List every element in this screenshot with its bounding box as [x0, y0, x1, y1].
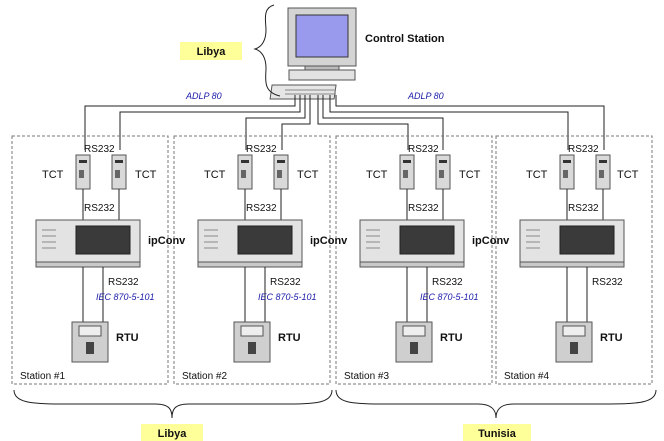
station-box — [173, 135, 331, 385]
rtu-device — [71, 321, 109, 363]
tct-device-right — [435, 154, 451, 190]
station-1-tct-left: TCT — [42, 169, 64, 181]
station-box — [495, 135, 653, 385]
tct-device-left — [559, 154, 575, 190]
keyboard — [269, 84, 337, 100]
station-3-protocol: IEC 870-5-101 — [420, 292, 479, 302]
tct-device-right — [595, 154, 611, 190]
station-1-rtu: RTU — [116, 332, 139, 344]
station-4 — [495, 135, 653, 385]
station-1-protocol: IEC 870-5-101 — [96, 292, 155, 302]
control-station-brace — [253, 4, 281, 97]
station-4-tct-right: TCT — [617, 169, 639, 181]
station-box — [335, 135, 493, 385]
computer-base — [288, 69, 356, 81]
tct-device-left — [75, 154, 91, 190]
control-station — [269, 7, 357, 100]
trunk-wiring — [84, 95, 605, 150]
station-4-rs232-low: RS232 — [592, 277, 623, 288]
station-1-converter: ipConv — [148, 235, 186, 247]
rtu-device — [555, 321, 593, 363]
station-1-rs232-top: RS232 — [84, 144, 115, 155]
monitor-stand — [304, 65, 340, 71]
station-1 — [11, 135, 169, 385]
station-2-protocol: IEC 870-5-101 — [258, 292, 317, 302]
control-station-label: Control Station — [365, 33, 445, 45]
tunisia-region-label: Tunisia — [478, 428, 517, 440]
station-1-rs232-mid: RS232 — [84, 203, 115, 214]
ipconv-device — [359, 219, 465, 268]
station-3-rs232-mid: RS232 — [408, 203, 439, 214]
station-4-rs232-mid: RS232 — [568, 203, 599, 214]
station-4-name: Station #4 — [504, 371, 549, 382]
station-4-rtu: RTU — [600, 332, 623, 344]
tunisia-brace — [335, 389, 657, 419]
station-2-rs232-mid: RS232 — [246, 203, 277, 214]
station-box — [11, 135, 169, 385]
station-1-rs232-low: RS232 — [108, 277, 139, 288]
libya-region-box — [141, 424, 203, 441]
station-3-name: Station #3 — [344, 371, 389, 382]
station-1-tct-right: TCT — [135, 169, 157, 181]
control-country-box — [180, 42, 242, 60]
libya-brace — [13, 389, 333, 419]
station-2-tct-right: TCT — [297, 169, 319, 181]
station-2-converter: ipConv — [310, 235, 348, 247]
station-4-rs232-top: RS232 — [568, 144, 599, 155]
control-country-label: Libya — [197, 46, 227, 58]
station-1-name: Station #1 — [20, 371, 65, 382]
tct-device-right — [273, 154, 289, 190]
rtu-device — [395, 321, 433, 363]
station-3-tct-right: TCT — [459, 169, 481, 181]
station-2-rs232-top: RS232 — [246, 144, 277, 155]
tct-device-right — [111, 154, 127, 190]
tct-device-left — [237, 154, 253, 190]
libya-region-label: Libya — [158, 428, 188, 440]
monitor-screen — [295, 14, 349, 58]
station-3-rtu: RTU — [440, 332, 463, 344]
station-3-rs232-top: RS232 — [408, 144, 439, 155]
station-2-name: Station #2 — [182, 371, 227, 382]
ipconv-device — [519, 219, 625, 268]
station-2 — [173, 135, 331, 385]
station-3-tct-left: TCT — [366, 169, 388, 181]
station-2-rtu: RTU — [278, 332, 301, 344]
station-4-tct-left: TCT — [526, 169, 548, 181]
station-3 — [335, 135, 493, 385]
tunisia-region-box — [463, 424, 531, 441]
adlp-right-label: ADLP 80 — [407, 91, 444, 101]
tct-device-left — [399, 154, 415, 190]
station-2-rs232-low: RS232 — [270, 277, 301, 288]
ipconv-device — [35, 219, 141, 268]
rtu-device — [233, 321, 271, 363]
adlp-left-label: ADLP 80 — [185, 91, 222, 101]
ipconv-device — [197, 219, 303, 268]
station-3-rs232-low: RS232 — [432, 277, 463, 288]
station-2-tct-left: TCT — [204, 169, 226, 181]
station-3-converter: ipConv — [472, 235, 510, 247]
